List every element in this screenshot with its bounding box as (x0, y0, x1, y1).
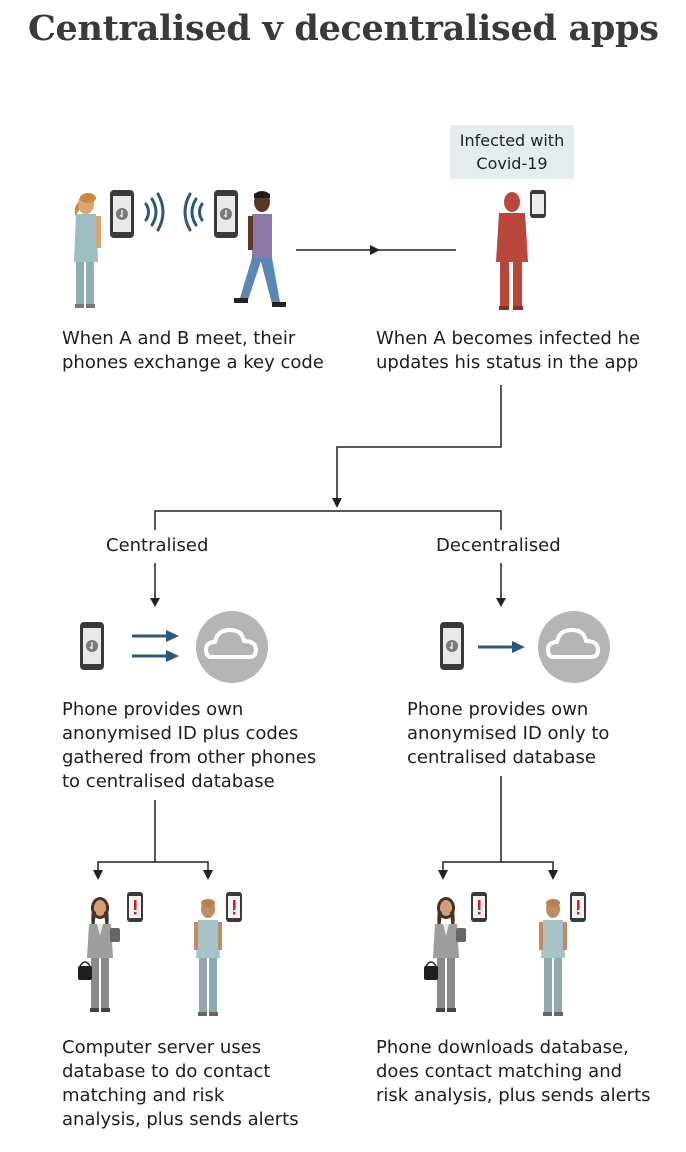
centralised-alert-phone-1-icon (127, 892, 143, 922)
infected-label-line2: Covid-19 (476, 154, 548, 173)
centralised-cloud-icon (194, 609, 270, 685)
decentralised-woman-casual-figure (539, 899, 567, 1016)
infected-label-line1: Infected with (459, 131, 565, 150)
centralised-desc-line: gathered from other phones (62, 747, 317, 768)
infected-label-box: Infected with Covid-19 (450, 125, 574, 179)
infected-person-figure (496, 192, 528, 310)
meet-to-infected-arrowhead (370, 245, 380, 255)
centralised-label: Centralised (106, 535, 209, 556)
step2-caption: When A becomes infected he updates his s… (376, 327, 640, 375)
decentralised-result-tree (442, 776, 554, 872)
centralised-result: Computer server uses database to do cont… (62, 1036, 299, 1132)
signal-waves-b-icon (183, 192, 204, 232)
centralised-result-line: matching and risk (62, 1085, 225, 1106)
infected-phone-icon (530, 190, 546, 218)
centralised-right-arrowhead (203, 870, 213, 880)
phone-b-icon (213, 189, 239, 239)
status-to-split-arrowhead (332, 498, 342, 508)
centralised-description: Phone provides own anonymised ID plus co… (62, 698, 316, 794)
centralised-desc-line: anonymised ID plus codes (62, 723, 299, 744)
centralised-down-arrowhead (150, 598, 160, 607)
decentralised-alert-phone-2-icon (570, 892, 586, 922)
centralised-woman-casual-figure (194, 899, 222, 1016)
decentralised-result-line: does contact matching and (376, 1061, 623, 1082)
centralised-result-tree (97, 800, 209, 872)
decentralised-right-arrowhead (548, 870, 558, 880)
decentralised-alert-phone-1-icon (471, 892, 487, 922)
page-title: Centralised v decentralised apps (28, 8, 659, 49)
phone-a-icon (109, 189, 135, 239)
step2-line1: When A becomes infected he (376, 328, 641, 349)
centralised-result-line: database to do contact (62, 1061, 271, 1082)
decentralised-left-arrowhead (438, 870, 448, 880)
centralised-result-line: Computer server uses (62, 1037, 262, 1058)
centralised-double-arrow-icon (132, 630, 179, 662)
decentralised-result-line: risk analysis, plus sends alerts (376, 1085, 651, 1106)
signal-waves-a-icon (144, 192, 165, 232)
centralised-left-arrowhead (93, 870, 103, 880)
centralised-woman-suit-figure (77, 896, 121, 1013)
decentralised-label: Decentralised (436, 535, 561, 556)
centralised-desc-line: Phone provides own (62, 699, 244, 720)
decentralised-description: Phone provides own anonymised ID only to… (407, 698, 609, 770)
centralised-result-line: analysis, plus sends alerts (62, 1109, 299, 1130)
step1-line1: When A and B meet, their (62, 328, 296, 349)
decentralised-cloud-icon (536, 609, 612, 685)
centralised-phone-icon (79, 621, 105, 671)
step1-line2: phones exchange a key code (62, 352, 324, 373)
decentralised-desc-line: centralised database (407, 747, 596, 768)
decentralised-phone-icon (439, 621, 465, 671)
decentralised-result: Phone downloads database, does contact m… (376, 1036, 651, 1108)
decentralised-desc-line: anonymised ID only to (407, 723, 610, 744)
person-b-figure (234, 191, 286, 307)
decentralised-result-line: Phone downloads database, (376, 1037, 629, 1058)
step1-caption: When A and B meet, their phones exchange… (62, 327, 324, 375)
decentralised-woman-suit-figure (423, 896, 467, 1013)
centralised-desc-line: to centralised database (62, 771, 275, 792)
decentralised-desc-line: Phone provides own (407, 699, 589, 720)
decentralised-down-arrowhead (496, 598, 506, 607)
centralised-alert-phone-2-icon (226, 892, 242, 922)
status-to-split-line (336, 385, 502, 500)
split-bracket (154, 510, 502, 530)
person-a-figure (74, 193, 101, 308)
decentralised-arrow-icon (478, 641, 525, 653)
step2-line2: updates his status in the app (376, 352, 639, 373)
